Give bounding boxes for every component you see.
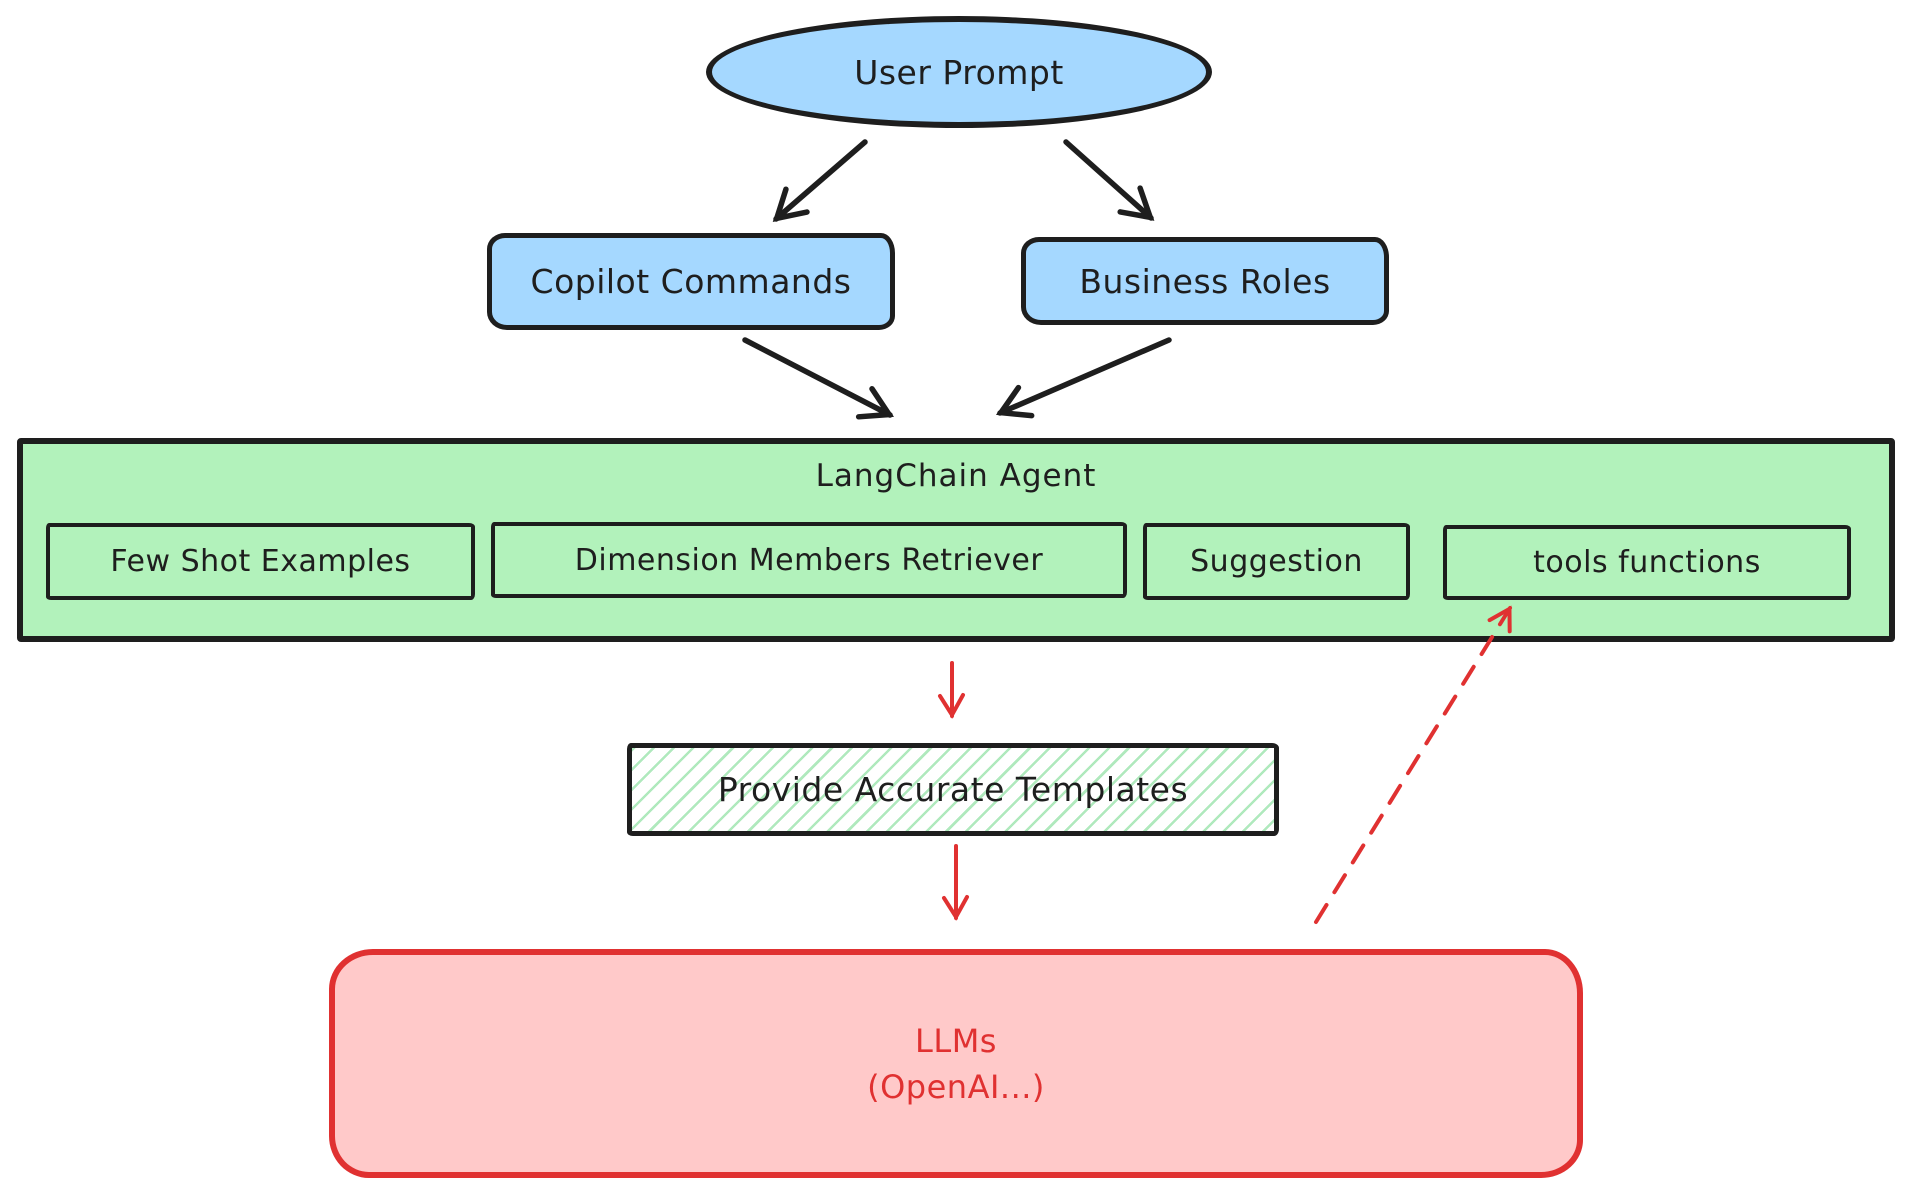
node-business-roles: Business Roles — [1021, 237, 1389, 325]
user-prompt-label: User Prompt — [854, 52, 1064, 92]
llms-label: LLMs — [915, 1021, 997, 1060]
arrow-copilot-commands-to-langchain-agent — [742, 337, 895, 420]
copilot-commands-label: Copilot Commands — [530, 262, 852, 301]
node-few-shot-examples: Few Shot Examples — [46, 523, 475, 600]
arrow-user-prompt-to-copilot-commands — [772, 139, 868, 222]
node-user-prompt: User Prompt — [706, 16, 1212, 128]
node-provide-accurate-templates: Provide Accurate Templates — [627, 743, 1279, 836]
arrow-business-roles-to-langchain-agent — [995, 337, 1172, 419]
node-copilot-commands: Copilot Commands — [487, 233, 895, 330]
tools-functions-label: tools functions — [1533, 545, 1761, 580]
suggestion-label: Suggestion — [1190, 544, 1363, 579]
node-llms: LLMs (OpenAI...) — [329, 949, 1583, 1178]
node-dimension-members-retriever: Dimension Members Retriever — [491, 522, 1127, 598]
node-suggestion: Suggestion — [1143, 523, 1410, 600]
business-roles-label: Business Roles — [1079, 261, 1331, 301]
arrow-user-prompt-to-business-roles — [1063, 139, 1155, 221]
langchain-agent-title: LangChain Agent — [815, 458, 1097, 494]
arrow-llms-to-tools-functions — [1314, 605, 1512, 924]
few-shot-examples-label: Few Shot Examples — [110, 544, 411, 579]
dimension-members-retriever-label: Dimension Members Retriever — [574, 542, 1044, 578]
node-tools-functions: tools functions — [1443, 525, 1851, 600]
provide-accurate-templates-label: Provide Accurate Templates — [717, 770, 1189, 809]
llms-sublabel: (OpenAI...) — [867, 1067, 1045, 1106]
